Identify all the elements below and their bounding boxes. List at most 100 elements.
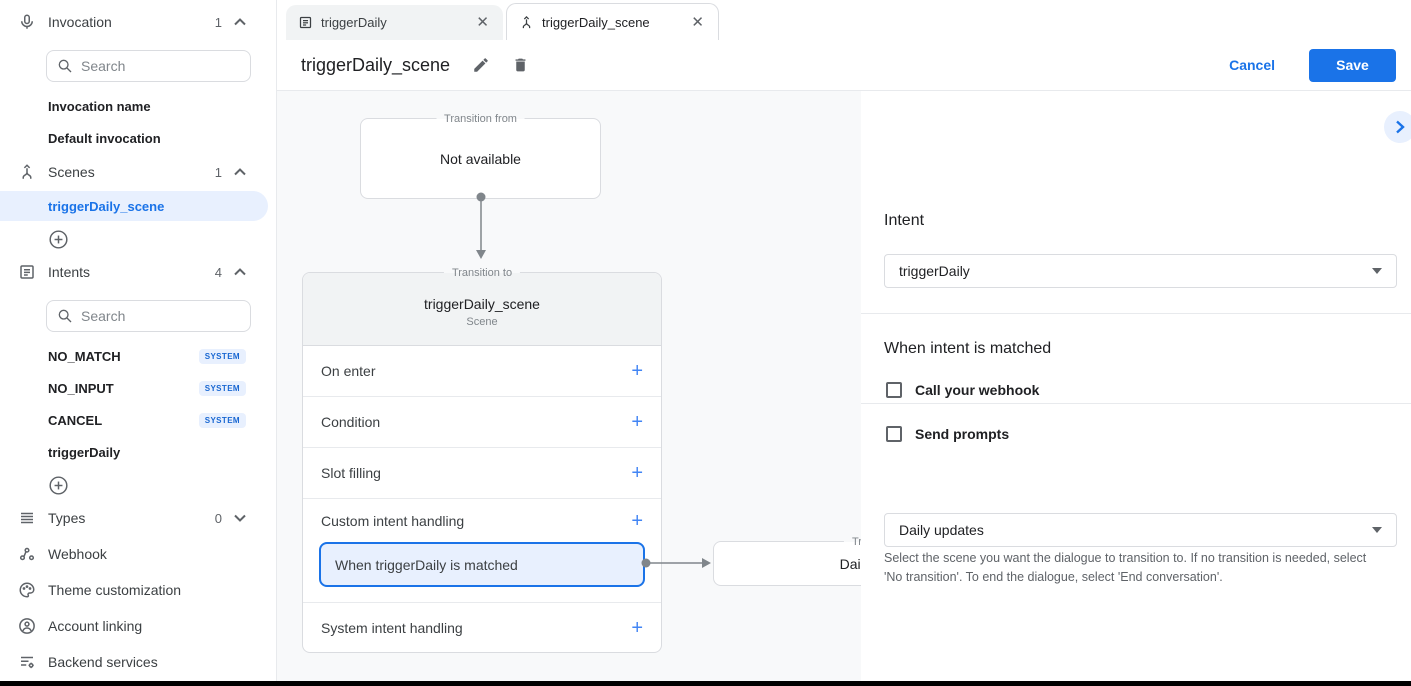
- scene-card-title: triggerDaily_scene: [424, 296, 540, 312]
- transition-target-content: Daily updates: [839, 555, 861, 572]
- tab-strip: triggerDaily ✕ triggerDaily_scene ✕: [277, 0, 1411, 40]
- plus-circle-icon: [48, 229, 69, 250]
- sidebar: Invocation 1 Invocation name Default inv…: [0, 0, 277, 681]
- dropdown-caret-icon: [1372, 527, 1382, 533]
- backend-services-icon: [18, 653, 48, 671]
- main-area: triggerDaily ✕ triggerDaily_scene ✕ trig…: [277, 0, 1411, 681]
- section-label: Types: [48, 510, 86, 526]
- add-slot-filling-icon[interactable]: +: [631, 462, 643, 484]
- tab-triggerdaily-scene[interactable]: triggerDaily_scene ✕: [506, 3, 719, 40]
- transition-description: Select the scene you want the dialogue t…: [884, 551, 1367, 584]
- intent-select-value: triggerDaily: [899, 263, 970, 279]
- scene-row-slot-filling[interactable]: Slot filling +: [303, 448, 661, 499]
- delete-trash-icon[interactable]: [512, 56, 529, 74]
- sidebar-item-triggerdaily-intent[interactable]: triggerDaily: [48, 444, 121, 460]
- add-intent-button[interactable]: [48, 472, 69, 498]
- transition-from-content: Not available: [440, 150, 521, 167]
- add-on-enter-icon[interactable]: +: [631, 360, 643, 382]
- transition-to-label: Transition to: [843, 534, 861, 550]
- add-scene-button[interactable]: [48, 226, 69, 252]
- bottom-bar: [0, 681, 1411, 686]
- sidebar-item-triggerdaily-scene[interactable]: triggerDaily_scene: [0, 191, 268, 221]
- sidebar-section-types[interactable]: Types 0: [0, 502, 276, 534]
- save-button[interactable]: Save: [1309, 48, 1396, 82]
- webhook-icon: [18, 545, 48, 563]
- divider: [861, 313, 1411, 314]
- transition-select-value: Daily updates: [899, 522, 984, 538]
- page-title: triggerDaily_scene: [301, 54, 451, 75]
- section-count: 1: [214, 14, 222, 30]
- send-prompts-checkbox-row[interactable]: Send prompts: [886, 426, 1009, 442]
- divider: [861, 403, 1411, 404]
- chevron-up-icon[interactable]: [234, 18, 246, 26]
- chevron-up-icon[interactable]: [234, 168, 246, 176]
- intent-doc-icon: [298, 15, 313, 30]
- sidebar-section-scenes[interactable]: Scenes 1: [0, 156, 276, 188]
- section-label: Intents: [48, 264, 91, 280]
- sidebar-item-theme-customization[interactable]: Theme customization: [0, 574, 276, 606]
- dropdown-caret-icon: [1372, 268, 1382, 274]
- microphone-icon: [18, 13, 48, 31]
- section-count: 0: [214, 510, 222, 526]
- chevron-up-icon[interactable]: [234, 268, 246, 276]
- content-area: Transition from Not available Transition…: [277, 91, 1411, 681]
- sidebar-item-no-match[interactable]: NO_MATCH SYSTEM: [0, 340, 276, 372]
- intent-select[interactable]: triggerDaily: [884, 254, 1397, 288]
- scene-row-custom-intent-handling: Custom intent handling + When triggerDai…: [303, 499, 661, 603]
- call-webhook-checkbox-row[interactable]: Call your webhook: [886, 382, 1039, 398]
- account-circle-icon: [18, 617, 48, 635]
- search-icon: [57, 58, 73, 74]
- when-matched-heading: When intent is matched: [884, 340, 1052, 357]
- checkbox-unchecked[interactable]: [886, 382, 902, 398]
- sidebar-item-backend-services[interactable]: Backend services: [0, 646, 276, 678]
- tab-triggerdaily[interactable]: triggerDaily ✕: [286, 5, 503, 40]
- transition-target-box: Transition to Daily updates: [713, 534, 861, 586]
- scene-card: Transition to triggerDaily_scene Scene O…: [302, 265, 662, 653]
- scene-icon: [519, 15, 534, 30]
- intents-icon: [18, 263, 48, 281]
- sidebar-item-no-input[interactable]: NO_INPUT SYSTEM: [0, 372, 276, 404]
- types-icon: [18, 509, 48, 527]
- when-triggerdaily-matched-card[interactable]: When triggerDaily is matched: [319, 542, 645, 587]
- system-badge: SYSTEM: [198, 348, 246, 364]
- search-icon: [57, 308, 73, 324]
- palette-icon: [18, 581, 48, 599]
- close-tab-icon[interactable]: ✕: [476, 14, 489, 31]
- scene-row-condition[interactable]: Condition +: [303, 397, 661, 448]
- section-label: Invocation: [48, 14, 112, 30]
- search-input[interactable]: [81, 58, 211, 74]
- checkbox-unchecked[interactable]: [886, 426, 902, 442]
- transition-select[interactable]: Daily updates: [884, 513, 1397, 547]
- scene-card-subtitle: Scene: [466, 316, 498, 328]
- sidebar-item-webhook[interactable]: Webhook: [0, 538, 276, 570]
- cancel-button[interactable]: Cancel: [1229, 57, 1275, 73]
- sidebar-item-cancel-intent[interactable]: CANCEL SYSTEM: [0, 404, 276, 436]
- system-badge: SYSTEM: [198, 412, 246, 428]
- search-input[interactable]: [81, 308, 211, 324]
- transition-from-box: Transition from Not available: [360, 111, 601, 199]
- scene-row-on-enter[interactable]: On enter +: [303, 346, 661, 397]
- chevron-down-icon[interactable]: [234, 514, 246, 522]
- sidebar-item-invocation-name[interactable]: Invocation name: [48, 98, 151, 114]
- scene-row-system-intent-handling[interactable]: System intent handling +: [321, 616, 643, 639]
- intent-detail-panel: Intent triggerDaily When intent is match…: [861, 91, 1411, 681]
- add-condition-icon[interactable]: +: [631, 411, 643, 433]
- scene-card-header: triggerDaily_scene Scene: [303, 273, 661, 346]
- collapse-panel-button[interactable]: [1384, 111, 1411, 143]
- sidebar-item-default-invocation[interactable]: Default invocation: [48, 130, 161, 146]
- scene-canvas: Transition from Not available Transition…: [277, 91, 861, 681]
- intents-search[interactable]: [46, 300, 251, 332]
- transition-to-label: Transition to: [443, 265, 521, 281]
- add-custom-intent-icon[interactable]: +: [631, 509, 643, 532]
- scenes-icon: [18, 163, 48, 181]
- page-header: triggerDaily_scene Cancel Save: [277, 40, 1411, 91]
- edit-pencil-icon[interactable]: [472, 56, 490, 74]
- invocation-search[interactable]: [46, 50, 251, 82]
- add-system-intent-icon[interactable]: +: [631, 616, 643, 639]
- sidebar-section-intents[interactable]: Intents 4: [0, 256, 276, 288]
- sidebar-item-account-linking[interactable]: Account linking: [0, 610, 276, 642]
- sidebar-section-invocation[interactable]: Invocation 1: [0, 6, 276, 38]
- section-count: 4: [214, 264, 222, 280]
- close-tab-icon[interactable]: ✕: [691, 13, 704, 31]
